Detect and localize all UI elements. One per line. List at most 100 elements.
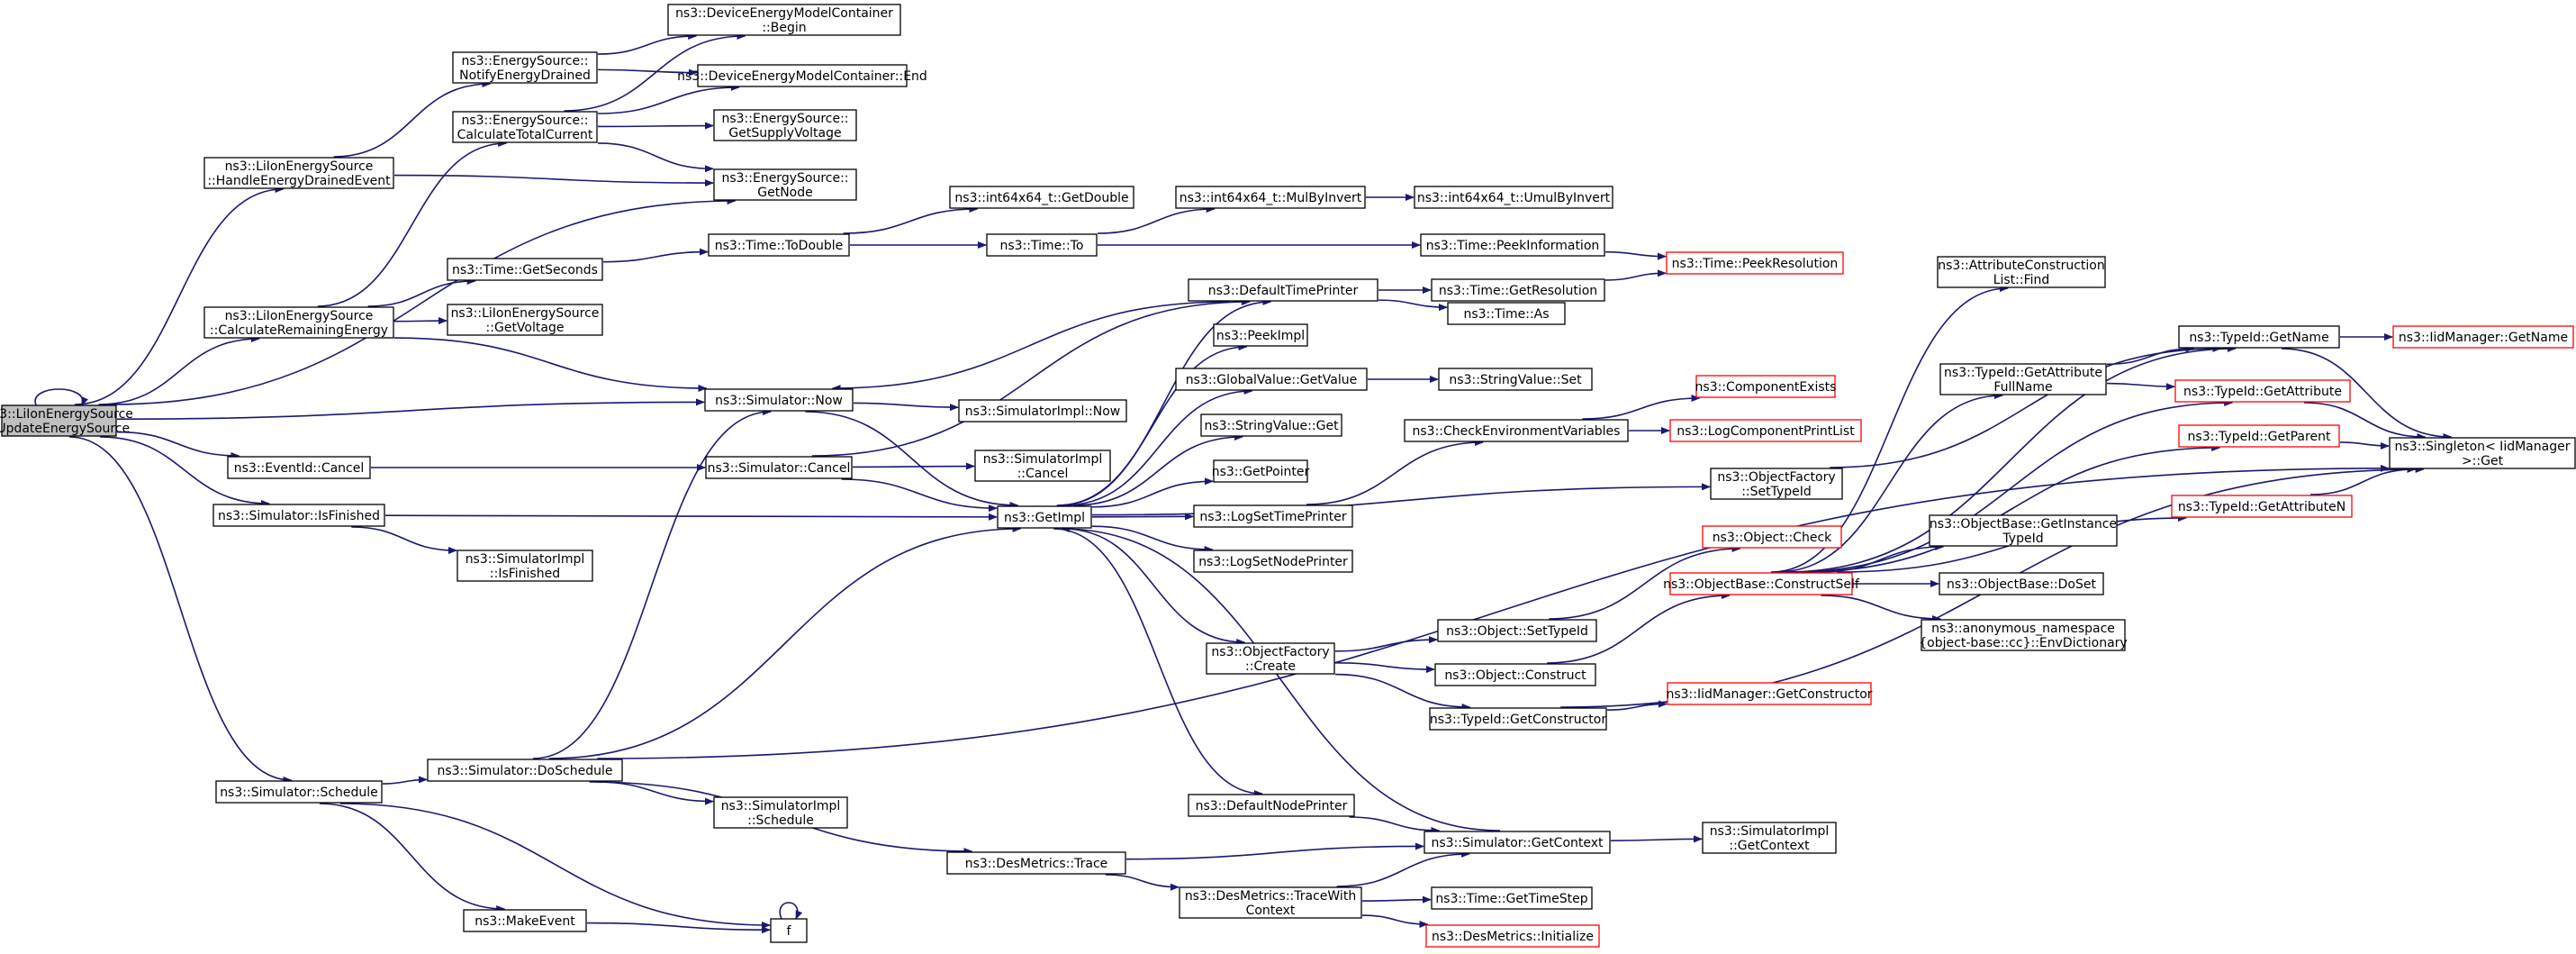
node-tidGetParent[interactable]: ns3::TypeId::GetParent — [2178, 424, 2340, 448]
node-simIsFinished[interactable]: ns3::Simulator::IsFinished — [212, 504, 385, 527]
node-implGetContext[interactable]: ns3::SimulatorImpl::GetContext — [1702, 822, 1837, 854]
node-tidGetName[interactable]: ns3::TypeId::GetName — [2178, 325, 2340, 349]
node-timeAs[interactable]: ns3::Time::As — [1447, 302, 1566, 325]
node-tidGetAttribute[interactable]: ns3::TypeId::GetAttribute — [2174, 379, 2351, 403]
node-umulByInvert[interactable]: ns3::int64x64_t::UmulByInvert — [1414, 186, 1613, 209]
node-defaultNodePrinter[interactable]: ns3::DefaultNodePrinter — [1188, 794, 1355, 817]
node-makeEvent[interactable]: ns3::MakeEvent — [463, 909, 587, 932]
edge-root-to-eventCancel — [116, 431, 240, 459]
node-logSetNodePrinter[interactable]: ns3::LogSetNodePrinter — [1193, 550, 1353, 573]
node-simSchedule[interactable]: ns3::Simulator::Schedule — [215, 780, 383, 804]
node-peekResolution[interactable]: ns3::Time::PeekResolution — [1666, 251, 1844, 275]
node-objSetTypeId[interactable]: ns3::Object::SetTypeId — [1437, 619, 1597, 642]
node-label: ns3::ObjectBase::ConstructSelf — [1663, 577, 1860, 592]
node-mulByInvert[interactable]: ns3::int64x64_t::MulByInvert — [1175, 186, 1366, 209]
node-box — [212, 504, 385, 527]
node-box — [227, 456, 371, 479]
edge-root-to-calcRemaining — [98, 335, 260, 405]
node-timeToDouble[interactable]: ns3::Time::ToDouble — [708, 233, 850, 257]
node-box — [447, 304, 603, 336]
node-ofSetTypeId[interactable]: ns3::ObjectFactory::SetTypeId — [1710, 468, 1843, 500]
node-logSetTimePrinter[interactable]: ns3::LogSetTimePrinter — [1193, 504, 1353, 528]
node-simNow[interactable]: ns3::Simulator::Now — [704, 388, 854, 412]
node-gvGetValue[interactable]: ns3::GlobalValue::GetValue — [1175, 368, 1368, 391]
node-root[interactable]: ns3::LiIonEnergySource::UpdateEnergySour… — [0, 404, 133, 437]
node-demcBegin[interactable]: ns3::DeviceEnergyModelContainer::Begin — [667, 4, 901, 36]
node-componentExists[interactable]: ns3::ComponentExists — [1695, 375, 1837, 398]
node-getDouble[interactable]: ns3::int64x64_t::GetDouble — [949, 186, 1134, 209]
edge-doSchedule-to-simNow — [532, 408, 773, 759]
edge-handleDrained-to-notifyDrained — [333, 80, 492, 158]
node-label: ns3::DefaultNodePrinter — [1196, 799, 1348, 813]
node-desTrace[interactable]: ns3::DesMetrics::Trace — [946, 851, 1126, 875]
node-notifyDrained[interactable]: ns3::EnergySource::NotifyEnergyDrained — [452, 51, 598, 84]
edge-getImpl-to-logSetNodePrinter — [1091, 525, 1214, 553]
node-simCancel[interactable]: ns3::Simulator::Cancel — [705, 456, 853, 479]
node-timeTo[interactable]: ns3::Time::To — [986, 233, 1098, 257]
node-desInitialize[interactable]: ns3::DesMetrics::Initialize — [1425, 924, 1600, 948]
node-implNow[interactable]: ns3::SimulatorImpl::Now — [958, 399, 1127, 422]
node-demcEnd[interactable]: ns3::DeviceEnergyModelContainer::End — [677, 64, 927, 87]
node-defaultTimePrinter[interactable]: ns3::DefaultTimePrinter — [1188, 278, 1378, 302]
node-box — [1175, 368, 1368, 391]
node-box — [1921, 619, 2126, 651]
node-objConstruct[interactable]: ns3::Object::Construct — [1434, 663, 1596, 686]
node-envDictionary[interactable]: ns3::anonymous_namespace{object-base::cc… — [1919, 619, 2128, 651]
node-logComponentPrintList[interactable]: ns3::LogComponentPrintList — [1669, 419, 1862, 442]
node-eventCancel[interactable]: ns3::EventId::Cancel — [227, 456, 371, 479]
node-box — [997, 505, 1092, 529]
node-simGetContext[interactable]: ns3::Simulator::GetContext — [1424, 831, 1611, 854]
node-peekImpl[interactable]: ns3::PeekImpl — [1213, 323, 1308, 347]
node-timeGetTimeStep[interactable]: ns3::Time::GetTimeStep — [1431, 886, 1593, 910]
node-calcRemaining[interactable]: ns3::LiIonEnergySource::CalculateRemaini… — [203, 306, 394, 339]
edge-root-to-handleDrained — [74, 186, 285, 405]
node-obDoSet[interactable]: ns3::ObjectBase::DoSet — [1939, 572, 2104, 595]
node-box — [2174, 379, 2351, 403]
node-label: GetSupplyVoltage — [728, 126, 841, 141]
node-esGetNode[interactable]: ns3::EnergySource::GetNode — [713, 168, 857, 201]
node-implSchedule[interactable]: ns3::SimulatorImpl::Schedule — [713, 796, 848, 829]
node-peekInformation[interactable]: ns3::Time::PeekInformation — [1420, 233, 1605, 257]
node-getPointer[interactable]: ns3::GetPointer — [1212, 459, 1310, 483]
node-singletonGet[interactable]: ns3::Singleton< IidManager>::Get — [2389, 437, 2576, 469]
node-handleDrained[interactable]: ns3::LiIonEnergySource::HandleEnergyDrai… — [203, 157, 394, 189]
node-svGet[interactable]: ns3::StringValue::Get — [1200, 413, 1342, 437]
edge-calcTotalCurrent-to-demcBegin — [564, 32, 746, 112]
node-box — [1424, 831, 1611, 854]
node-f[interactable]: f — [770, 918, 808, 943]
node-label: ns3::LiIonEnergySource — [225, 309, 374, 323]
node-timeGetResolution[interactable]: ns3::Time::GetResolution — [1431, 278, 1605, 302]
node-constructSelf[interactable]: ns3::ObjectBase::ConstructSelf — [1663, 572, 1860, 595]
node-getSupplyVoltage[interactable]: ns3::EnergySource::GetSupplyVoltage — [713, 109, 857, 141]
node-label: ns3::Time::GetResolution — [1439, 284, 1597, 298]
node-label: ns3::EnergySource:: — [461, 114, 588, 128]
node-label: ::UpdateEnergySource — [0, 422, 130, 436]
node-objCheck[interactable]: ns3::Object::Check — [1702, 525, 1842, 549]
node-iidGetName[interactable]: ns3::IidManager::GetName — [2392, 325, 2574, 349]
node-timeGetSeconds[interactable]: ns3::Time::GetSeconds — [447, 258, 603, 281]
node-implIsFinished[interactable]: ns3::SimulatorImpl::IsFinished — [456, 550, 593, 582]
node-box — [2178, 424, 2340, 448]
edge-simCancel-to-implCancel — [852, 462, 975, 470]
edge-objSetTypeId-to-objCheck — [1549, 545, 1741, 620]
node-label: TypeId — [2002, 532, 2043, 546]
node-ofCreate[interactable]: ns3::ObjectFactory::Create — [1206, 642, 1335, 675]
node-svSet[interactable]: ns3::StringValue::Set — [1438, 368, 1593, 391]
node-getVoltage[interactable]: ns3::LiIonEnergySource::GetVoltage — [447, 304, 603, 336]
node-doSchedule[interactable]: ns3::Simulator::DoSchedule — [427, 759, 623, 782]
node-iidGetConstructor[interactable]: ns3::IidManager::GetConstructor — [1666, 682, 1873, 705]
node-getImpl[interactable]: ns3::GetImpl — [997, 505, 1092, 529]
node-tidGetConstructor[interactable]: ns3::TypeId::GetConstructor — [1429, 707, 1607, 731]
node-implCancel[interactable]: ns3::SimulatorImpl::Cancel — [974, 450, 1111, 482]
node-box — [447, 258, 603, 281]
edge-timeTo-to-mulByInvert — [1097, 205, 1216, 234]
node-label: ns3::Time::GetTimeStep — [1435, 892, 1587, 906]
node-calcTotalCurrent[interactable]: ns3::EnergySource::CalculateTotalCurrent — [452, 111, 598, 143]
edge-simNow-to-implNow — [853, 402, 959, 412]
node-tidGetAttributeN[interactable]: ns3::TypeId::GetAttributeN — [2171, 495, 2353, 518]
node-checkEnvVars[interactable]: ns3::CheckEnvironmentVariables — [1404, 419, 1629, 442]
